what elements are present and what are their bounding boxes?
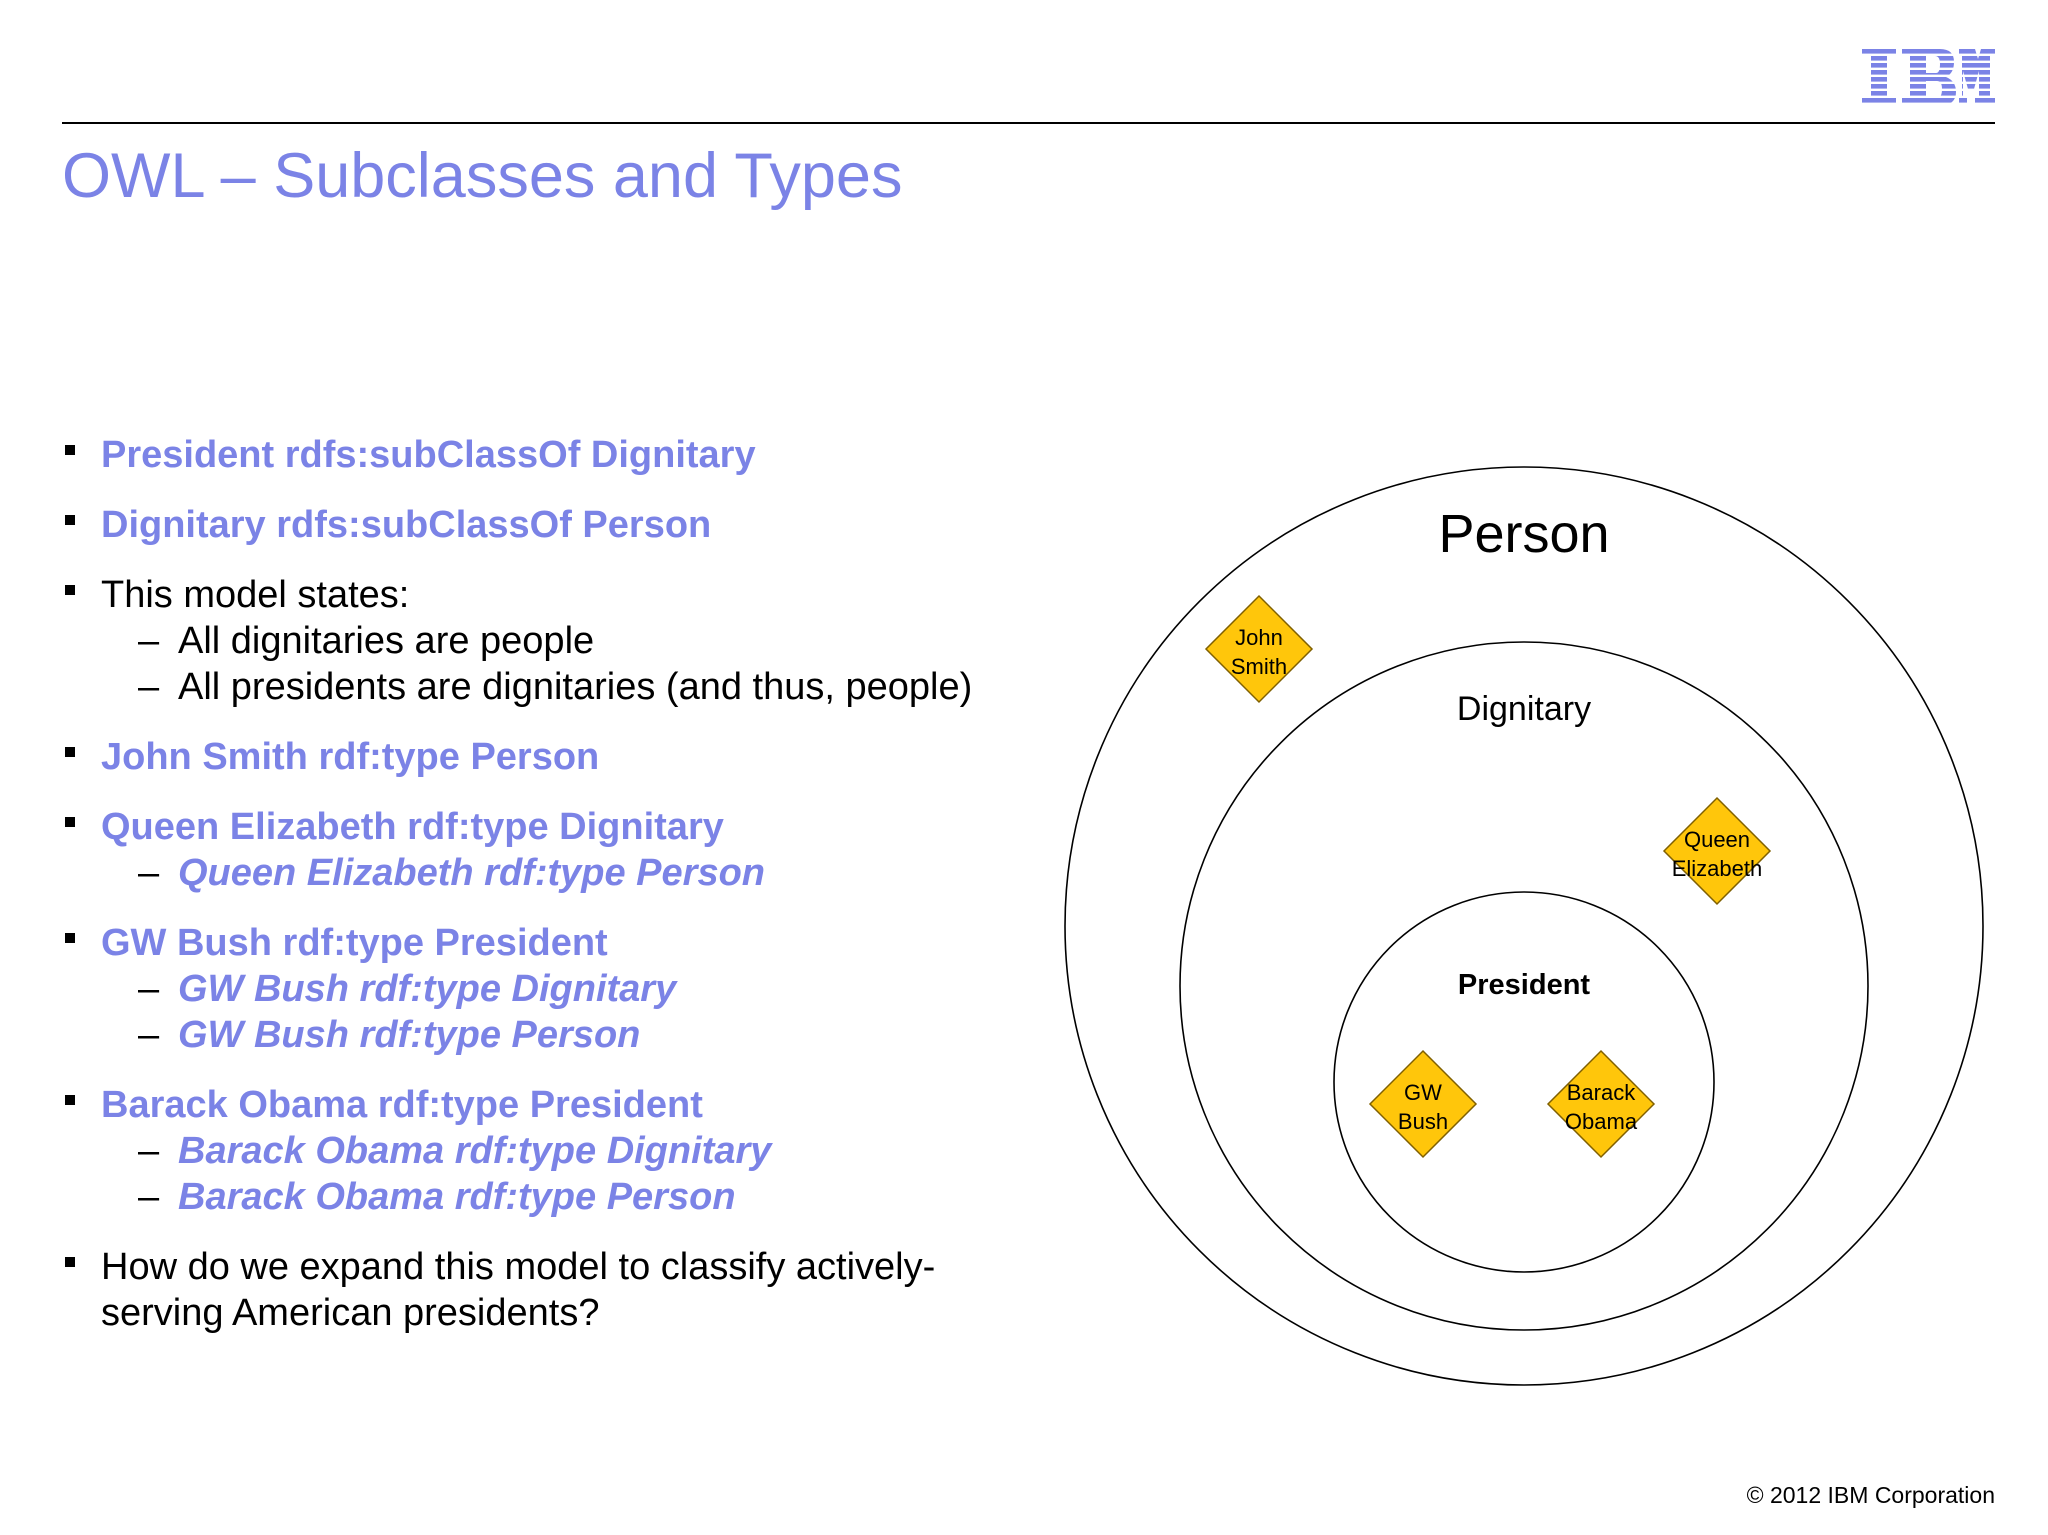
bullet-item: Barack Obama rdf:type President–Barack O… <box>62 1082 992 1220</box>
individual-diamond <box>1662 796 1772 906</box>
individual-label: Queen <box>1684 827 1750 852</box>
bullet-text: How do we expand this model to classify … <box>101 1246 936 1334</box>
sub-bullet-dash: – <box>138 1130 160 1172</box>
sub-bullet-text: All dignitaries are people <box>178 620 595 662</box>
individual-label: Bush <box>1398 1109 1448 1134</box>
individual-label: Smith <box>1231 654 1287 679</box>
bullet-marker <box>65 817 75 827</box>
sub-bullet-text: GW Bush rdf:type Dignitary <box>178 968 677 1010</box>
bullet-item: How do we expand this model to classify … <box>62 1244 992 1336</box>
sub-bullet-dash: – <box>138 852 160 894</box>
sub-bullet-dash: – <box>138 620 160 662</box>
individual-label: Obama <box>1565 1109 1638 1134</box>
bullet-marker <box>65 1095 75 1105</box>
sub-bullet-text: All presidents are dignitaries (and thus… <box>178 666 973 708</box>
sub-bullet-dash: – <box>138 968 160 1010</box>
bullet-item: Queen Elizabeth rdf:type Dignitary–Queen… <box>62 804 992 896</box>
bullet-text: This model states: <box>101 574 410 616</box>
sub-bullet-text: Barack Obama rdf:type Dignitary <box>178 1130 772 1172</box>
bullet-item: John Smith rdf:type Person <box>62 734 992 780</box>
sub-bullet-dash: – <box>138 666 160 708</box>
individual-label: GW <box>1404 1080 1442 1105</box>
president-circle <box>1333 891 1715 1273</box>
bullet-marker <box>65 1257 75 1267</box>
copyright-footer: © 2012 IBM Corporation <box>1746 1482 1995 1508</box>
page-title: OWL – Subclasses and Types <box>62 141 903 211</box>
bullet-text: Barack Obama rdf:type President <box>101 1084 703 1126</box>
sub-bullet-text: Queen Elizabeth rdf:type Person <box>178 852 765 894</box>
bullet-item: Dignitary rdfs:subClassOf Person <box>62 502 992 548</box>
sub-bullet-dash: – <box>138 1176 160 1218</box>
dignitary-class-label: Dignitary <box>1457 690 1591 728</box>
president-class-label: President <box>1458 969 1590 1001</box>
bullet-text: GW Bush rdf:type President <box>101 922 608 964</box>
bullet-text: Queen Elizabeth rdf:type Dignitary <box>101 806 724 848</box>
header-rule <box>62 122 1995 124</box>
ibm-logo <box>1862 49 1995 105</box>
individual-label: Barack <box>1567 1080 1636 1105</box>
sub-bullet-item: –GW Bush rdf:type Person <box>101 1012 992 1058</box>
bullet-text: President rdfs:subClassOf Dignitary <box>101 434 756 476</box>
sub-bullet-item: –GW Bush rdf:type Dignitary <box>101 966 992 1012</box>
individual-diamond <box>1546 1049 1656 1159</box>
bullet-item: President rdfs:subClassOf Dignitary <box>62 432 992 478</box>
person-class-label: Person <box>1438 504 1609 564</box>
individual-gw-bush: GW Bush <box>1368 1049 1478 1159</box>
bullet-text: John Smith rdf:type Person <box>101 736 600 778</box>
sub-bullet-dash: – <box>138 1014 160 1056</box>
bullet-item: GW Bush rdf:type President–GW Bush rdf:t… <box>62 920 992 1058</box>
individual-label: Elizabeth <box>1672 856 1763 881</box>
sub-bullet-text: Barack Obama rdf:type Person <box>178 1176 736 1218</box>
sub-bullet-item: –Queen Elizabeth rdf:type Person <box>101 850 992 896</box>
individual-diamond <box>1204 594 1314 704</box>
bullet-marker <box>65 515 75 525</box>
bullet-marker <box>65 747 75 757</box>
sub-bullet-item: –All presidents are dignitaries (and thu… <box>101 664 992 710</box>
sub-bullet-item: –All dignitaries are people <box>101 618 992 664</box>
class-hierarchy-diagram: Person Dignitary President JohnSmithQuee… <box>1064 466 1984 1386</box>
sub-bullet-item: –Barack Obama rdf:type Dignitary <box>101 1128 992 1174</box>
sub-bullet-text: GW Bush rdf:type Person <box>178 1014 641 1056</box>
individual-diamond <box>1368 1049 1478 1159</box>
bullet-text: Dignitary rdfs:subClassOf Person <box>101 504 712 546</box>
individual-label: John <box>1235 625 1283 650</box>
bullet-marker <box>65 585 75 595</box>
bullet-item: This model states:–All dignitaries are p… <box>62 572 992 710</box>
sub-bullet-item: –Barack Obama rdf:type Person <box>101 1174 992 1220</box>
bullet-marker <box>65 933 75 943</box>
bullet-marker <box>65 445 75 455</box>
